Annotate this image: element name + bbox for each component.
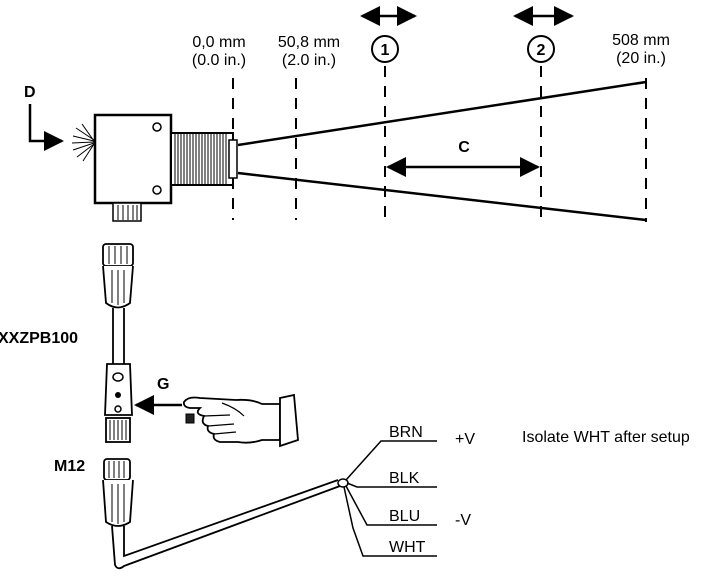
d-arrow	[28, 104, 64, 151]
distance-0-metric: 0,0 mm	[192, 34, 245, 51]
wire-breakout	[337, 440, 437, 557]
wire-brn-signal: +V	[455, 431, 475, 448]
marker-1-circle	[371, 35, 399, 63]
sensor-lens-barrel	[170, 132, 238, 186]
remote-teach-lower-connector	[105, 417, 131, 443]
pointing-hand-icon	[182, 393, 299, 448]
distance-2-metric: 508 mm	[612, 32, 670, 49]
marker-2-label: 2	[537, 42, 546, 59]
range-c-label: C	[458, 139, 470, 156]
g-label: G	[157, 376, 169, 393]
distance-dashed-lines	[232, 66, 647, 222]
wire-wht-label: WHT	[389, 539, 426, 556]
remote-teach-module	[104, 363, 133, 416]
xxzpb100-upper-connector	[102, 243, 134, 309]
wire-blk-label: BLK	[389, 470, 420, 487]
distance-2-imperial: (20 in.)	[616, 50, 666, 67]
distance-0-imperial: (0.0 in.)	[192, 52, 246, 69]
indicator-light-burst	[71, 123, 95, 162]
wire-brn-label: BRN	[389, 424, 423, 441]
marker-1-label: 1	[381, 42, 390, 59]
sensor-body	[93, 113, 173, 205]
beam-outline	[237, 80, 647, 222]
xxzpb100-cable	[112, 308, 125, 364]
distance-1-metric: 50,8 mm	[278, 34, 340, 51]
m12-label: M12	[54, 458, 85, 475]
m12-connector	[102, 458, 134, 527]
d-label: D	[24, 84, 36, 101]
wire-blu-signal: -V	[455, 512, 471, 529]
wire-blu-label: BLU	[389, 508, 420, 525]
xxzpb100-label: XXZPB100	[0, 330, 78, 347]
sensor-connector-stub	[112, 202, 142, 222]
distance-1-imperial: (2.0 in.)	[282, 52, 336, 69]
isolate-wht-note: Isolate WHT after setup	[522, 429, 690, 446]
marker-2-circle	[527, 35, 555, 63]
m12-cable	[111, 479, 341, 570]
